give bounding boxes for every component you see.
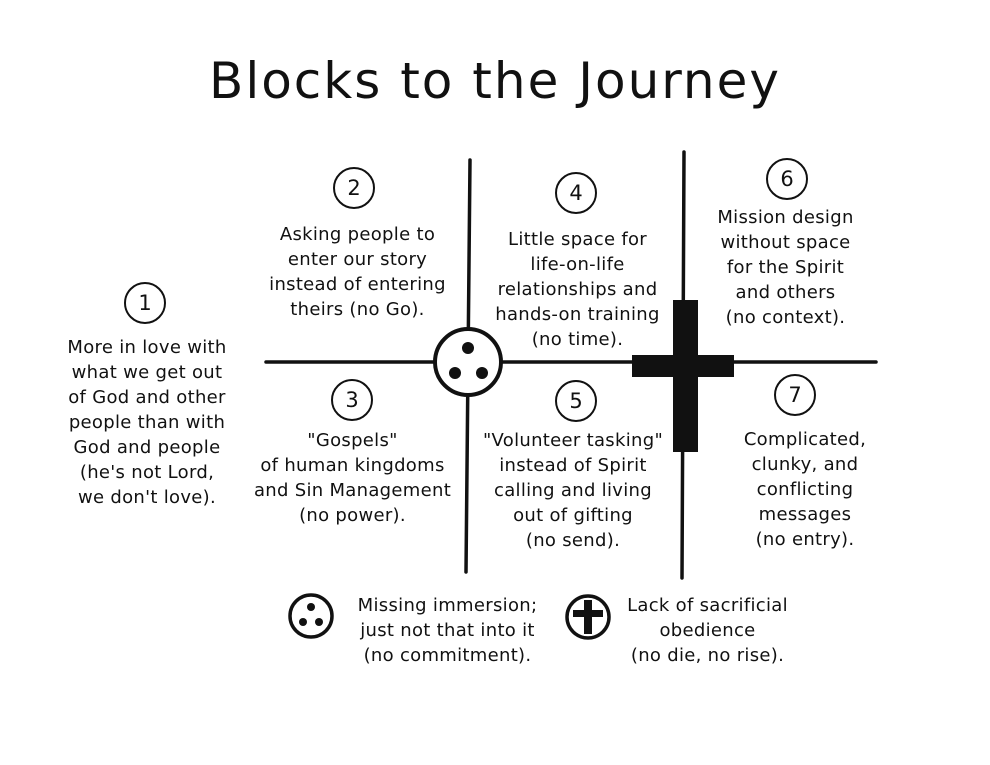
block-4-text: Little space for life-on-life relationsh…	[495, 229, 660, 350]
cross-icon	[632, 300, 734, 452]
legend-three-dots-icon	[288, 593, 334, 639]
block-1-number: 1	[124, 282, 166, 324]
diagram-title: Blocks to the Journey	[209, 52, 781, 110]
block-4-number: 4	[555, 172, 597, 214]
block-3-text: "Gospels" of human kingdoms and Sin Mana…	[253, 430, 452, 526]
block-6-number: 6	[766, 158, 808, 200]
block-3-number: 3	[331, 379, 373, 421]
block-2-number: 2	[333, 167, 375, 209]
block-2-text: Asking people to enter our story instead…	[269, 224, 446, 320]
legend-cross-icon	[565, 594, 611, 640]
block-1-text: More in love with what we get out of God…	[67, 337, 227, 508]
legend-obedience-text: Lack of sacrificial obedience (no die, n…	[627, 595, 788, 666]
block-6-text: Mission design without space for the Spi…	[717, 207, 854, 328]
block-5-text: "Volunteer tasking" instead of Spirit ca…	[482, 430, 664, 551]
three-dots-circle-icon	[433, 327, 503, 397]
block-5-number: 5	[555, 380, 597, 422]
block-7-text: Complicated, clunky, and conflicting mes…	[743, 429, 867, 550]
legend-immersion-text: Missing immersion; just not that into it…	[357, 595, 538, 666]
block-7-number: 7	[774, 374, 816, 416]
